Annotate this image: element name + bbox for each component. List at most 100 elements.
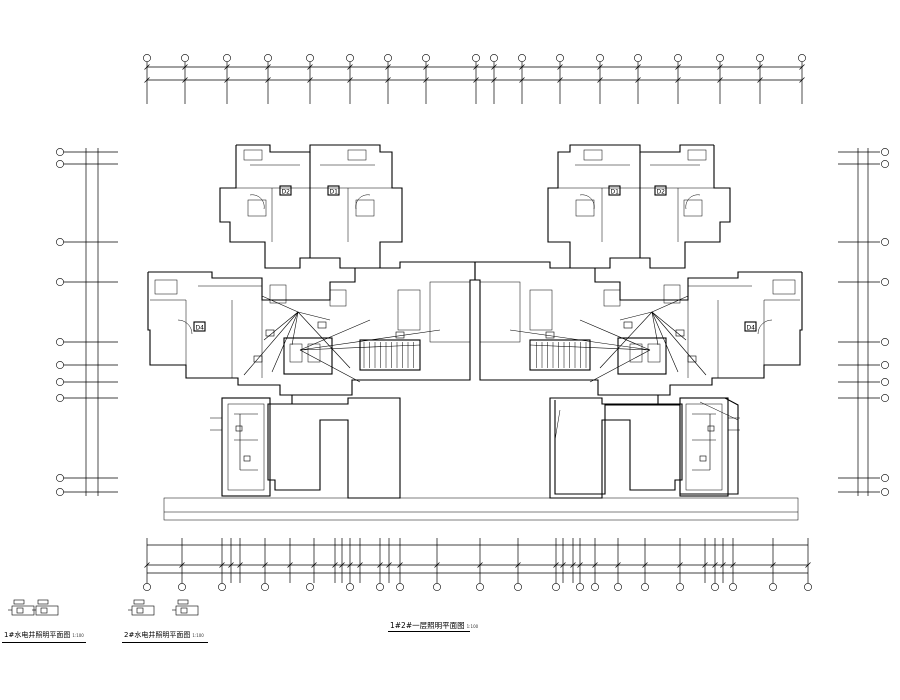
dimension-tick [720,562,726,568]
dimension-tick [144,562,150,568]
axis-bubble [711,583,719,591]
axis-bubble [881,238,889,246]
light-fixture [265,329,275,337]
light-fixture [243,455,251,462]
dimension-tick [675,77,681,83]
left-wiring [234,295,441,471]
riser-panel [40,607,48,614]
wall-segment [547,144,731,269]
wall-segment [474,261,803,396]
axis-bubble [576,583,584,591]
lighting-wiring [234,295,716,471]
wire-run [651,311,707,376]
dimension-tick [332,562,338,568]
unit-label: D2 [282,189,291,196]
bathroom [772,279,796,295]
light-fixture [687,355,697,363]
wire-run [529,344,651,351]
wire-run [619,311,653,321]
building-details [150,149,800,521]
riser-tag [13,599,25,605]
axis-bubble [729,583,737,591]
door-swing [355,194,371,210]
light-fixture [395,331,405,339]
axis-bubble [306,54,314,62]
riser-detail-box [35,605,59,616]
axis-bubble [769,583,777,591]
panel [289,343,303,363]
door-swing [177,319,193,335]
unit-label-box [327,185,340,196]
dimension-tick [557,77,563,83]
light-fixture [235,425,243,432]
drawing-title-text: 1#2#一层照明平面图 [390,621,465,630]
axis-bubble [596,54,604,62]
unit-label-box [654,185,667,196]
riser-panel [180,607,188,614]
axis-bubble [804,583,812,591]
dimension-tick [179,562,185,568]
balcony [243,149,263,161]
axis-bubble [881,378,889,386]
stair [397,289,421,331]
light-fixture [317,321,327,329]
dimension-tick [519,77,525,83]
axis-bubble [552,583,560,591]
axis-bubble [476,583,484,591]
light-fixture [253,355,263,363]
dimension-tick [757,77,763,83]
dimension-tick [730,562,736,568]
dimension-tick [434,562,440,568]
axis-bubble [306,583,314,591]
right-wiring [509,295,716,471]
dimension-tick [347,77,353,83]
dimension-tick [347,562,353,568]
dimension-tick [265,64,271,70]
dimension-tick [339,562,345,568]
axis-bubble [346,54,354,62]
elevator [603,289,621,307]
corridor [429,281,471,343]
riser-tag [177,599,189,605]
dimension-tick [702,562,708,568]
unit-label-box [744,321,757,332]
wall-segment [549,395,683,499]
dimension-tick [385,64,391,70]
dimension-tick [805,562,811,568]
left-building [147,144,476,499]
dimension-tick [491,64,497,70]
dimension-tick [799,77,805,83]
wire-run [299,329,441,351]
wire-run [509,329,651,351]
axis-bubble [143,54,151,62]
door-swing [699,401,739,421]
dimension-tick [491,77,497,83]
stair-core [359,339,421,371]
axis-bubble [556,54,564,62]
dimension-tick [519,64,525,70]
dimension-tick [228,562,234,568]
axis-bubble [264,54,272,62]
riser-detail-box [131,605,155,616]
axis-bubble [641,583,649,591]
wire-run [589,349,651,383]
wire-run [299,344,421,351]
axis-bubble [56,394,64,402]
wall-segment [219,144,403,269]
elevator [329,289,347,307]
door-swing [685,194,701,210]
dimension-tick [423,64,429,70]
axis-bubble [881,488,889,496]
dimension-tick [592,562,598,568]
dimension-tick [799,64,805,70]
door-swing [757,319,773,335]
dimension-tick [397,562,403,568]
dimension-tick [182,64,188,70]
balcony [687,149,707,161]
dimension-tick [557,64,563,70]
light-fixture [675,329,685,337]
dimension-tick [717,77,723,83]
